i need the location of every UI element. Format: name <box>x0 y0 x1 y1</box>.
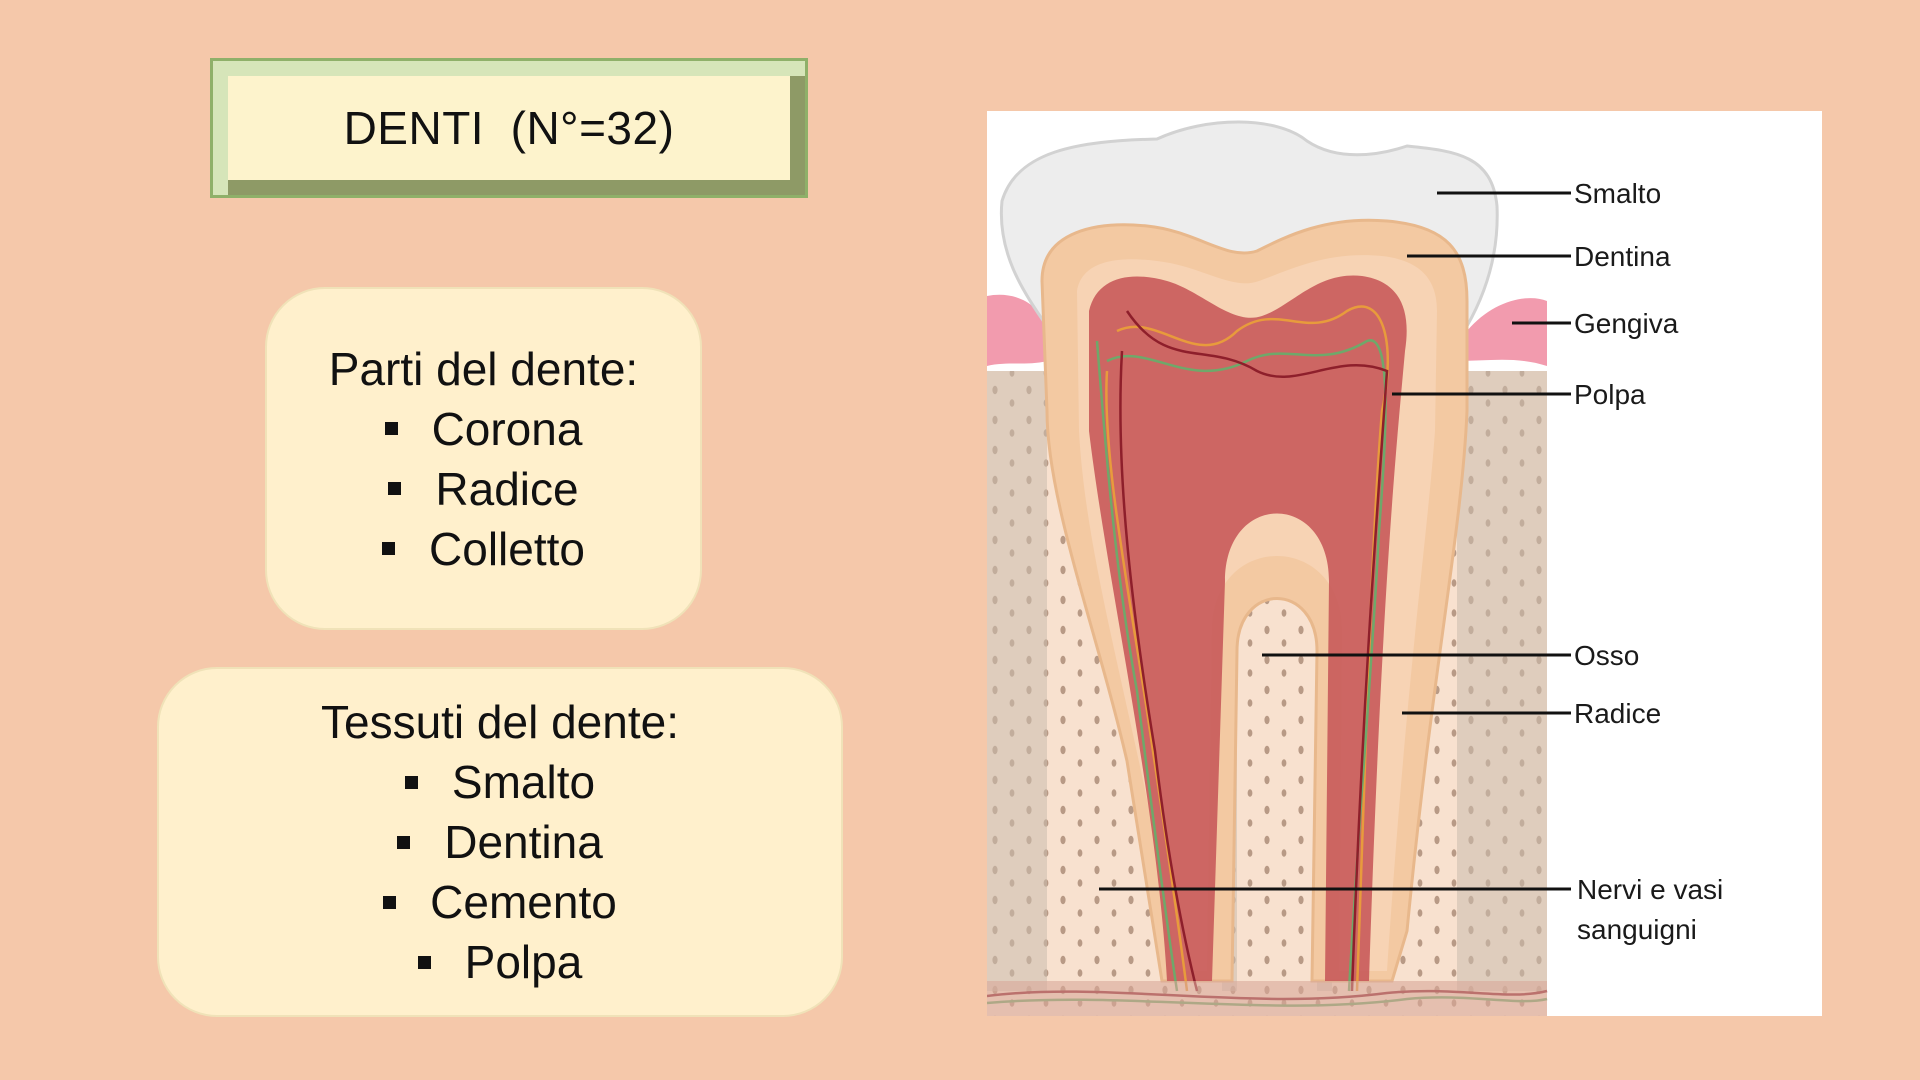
page-title: DENTI (N°=32) <box>343 102 675 154</box>
tooth-parts-list: Corona Radice Colletto <box>382 399 585 579</box>
list-item: Radice <box>382 459 585 519</box>
label-polpa: Polpa <box>1574 379 1646 410</box>
tooth-cross-section: Smalto Dentina Gengiva Polpa Osso Radice… <box>987 120 1723 1016</box>
square-bullet-icon <box>388 482 402 495</box>
tooth-diagram: Smalto Dentina Gengiva Polpa Osso Radice… <box>987 111 1822 1016</box>
label-nervi-line1: Nervi e vasi <box>1577 874 1723 905</box>
list-item: Corona <box>382 399 585 459</box>
title-box: DENTI (N°=32) <box>210 58 808 198</box>
square-bullet-icon <box>404 775 418 789</box>
right-gum <box>1457 298 1547 366</box>
square-bullet-icon <box>384 422 398 435</box>
label-smalto: Smalto <box>1574 178 1661 209</box>
label-osso: Osso <box>1574 640 1639 671</box>
square-bullet-icon <box>383 895 397 909</box>
label-gengiva: Gengiva <box>1574 308 1679 339</box>
right-ligament <box>1457 371 1547 991</box>
leader-lines <box>1099 191 1571 891</box>
left-gum <box>987 294 1047 366</box>
square-bullet-icon <box>382 542 396 555</box>
tooth-tissues-heading: Tessuti del dente: <box>320 696 679 748</box>
square-bullet-icon <box>417 955 431 969</box>
pulp <box>1089 275 1407 981</box>
list-item: Polpa <box>383 932 617 992</box>
left-ligament <box>987 371 1047 991</box>
square-bullet-icon <box>397 835 411 849</box>
base-tissue <box>987 981 1547 1016</box>
tooth-tissues-list: Smalto Dentina Cemento Polpa <box>383 752 617 992</box>
tooth-tissues-card: Tessuti del dente: Smalto Dentina Cement… <box>157 667 843 1017</box>
list-item: Dentina <box>383 812 617 872</box>
tooth-parts-card: Parti del dente: Corona Radice Colletto <box>265 287 702 630</box>
list-item: Smalto <box>383 752 617 812</box>
label-radice: Radice <box>1574 698 1661 729</box>
label-dentina: Dentina <box>1574 241 1671 272</box>
interradicular-bone <box>1237 598 1317 991</box>
tooth-parts-heading: Parti del dente: <box>328 342 639 395</box>
label-nervi-line2: sanguigni <box>1577 914 1697 945</box>
list-item: Cemento <box>383 872 617 932</box>
list-item: Colletto <box>382 519 585 579</box>
